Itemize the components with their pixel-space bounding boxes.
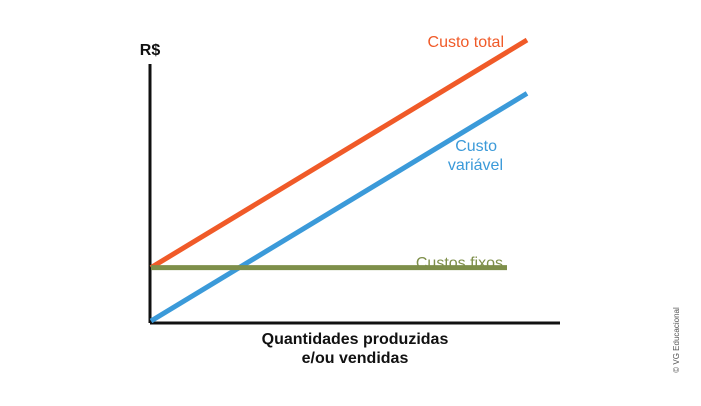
x-axis-label-line-2: e/ou vendidas (302, 350, 409, 367)
credit-text: © VG Educacional (672, 307, 681, 373)
series-label-custo-variavel-line-1: Custo (455, 138, 497, 155)
y-axis-label: R$ (140, 42, 161, 59)
series-label-custos-fixos: Custos fixos (416, 255, 503, 272)
x-axis-label-line-1: Quantidades produzidas (262, 331, 449, 348)
series-label-custo-variavel-line-2: variável (448, 157, 503, 174)
series-line-custo-total (149, 37, 529, 270)
series-line-custo-variavel (149, 91, 529, 324)
series-label-custo-total: Custo total (428, 34, 504, 51)
